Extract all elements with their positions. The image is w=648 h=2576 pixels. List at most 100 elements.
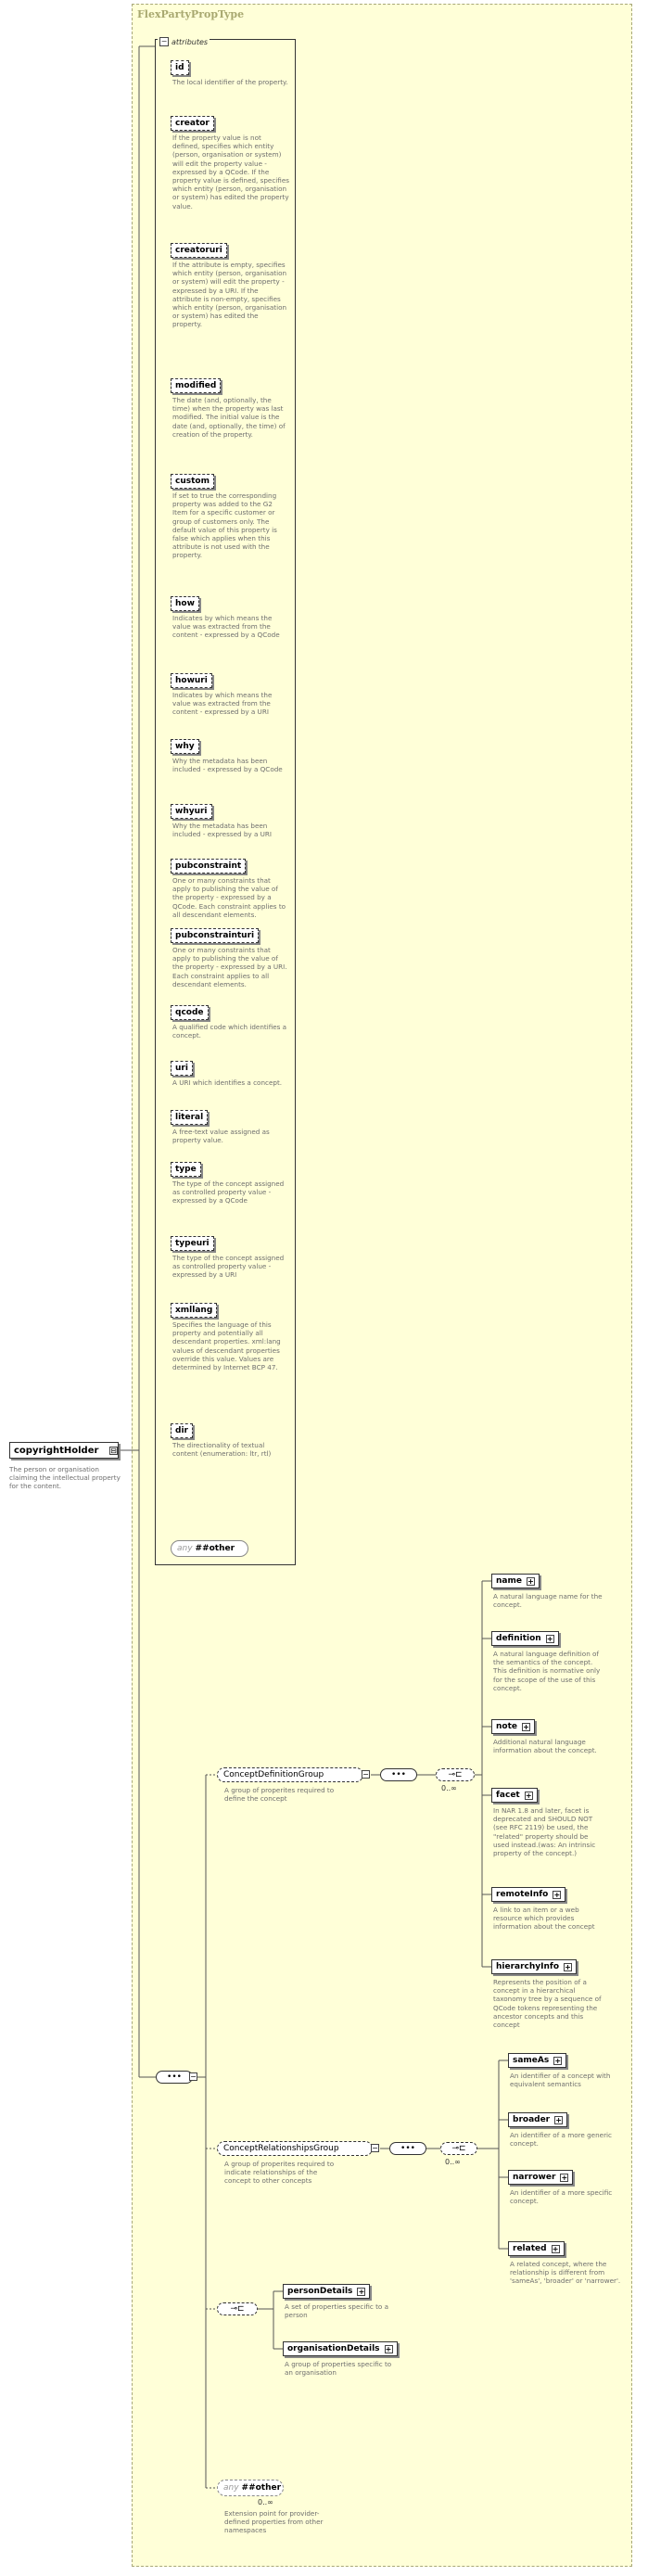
element-description: An identifier of a concept with equivale…: [510, 2072, 611, 2089]
attribute-how[interactable]: how: [171, 596, 199, 611]
element-description: An identifier of a more generic concept.: [510, 2131, 612, 2149]
element-sameAs[interactable]: sameAs+: [508, 2053, 567, 2068]
element-hierarchyInfo[interactable]: hierarchyInfo +: [491, 1959, 578, 1974]
attribute-description: The type of the concept assigned as cont…: [172, 1180, 285, 1205]
attribute-modified[interactable]: modified: [171, 378, 222, 393]
attribute-uri[interactable]: uri: [171, 1061, 193, 1076]
attribute-id[interactable]: id: [171, 60, 189, 75]
element-label: broader: [513, 2115, 551, 2124]
expand-icon[interactable]: +: [545, 1634, 554, 1643]
element-remoteInfo[interactable]: remoteInfo+: [491, 1887, 566, 1902]
attribute-why[interactable]: why: [171, 739, 199, 754]
expand-icon[interactable]: +: [524, 1791, 533, 1800]
expand-icon[interactable]: +: [522, 1722, 530, 1731]
attribute-dir[interactable]: dir: [171, 1423, 193, 1438]
concept-relationships-group-expand-icon[interactable]: −: [371, 2144, 379, 2152]
element-label: related: [513, 2244, 547, 2253]
attribute-type[interactable]: type: [171, 1162, 201, 1177]
element-description: A set of properties specific to a person: [285, 2302, 388, 2320]
root-element-label: copyrightHolder: [14, 1445, 99, 1456]
element-name[interactable]: name+: [491, 1574, 540, 1588]
cdg-choice-icon[interactable]: ⊸⊏: [436, 1768, 475, 1781]
attribute-typeuri[interactable]: typeuri: [171, 1236, 214, 1251]
element-broader[interactable]: broader+: [508, 2112, 568, 2127]
attributes-tab[interactable]: − attributes: [158, 35, 210, 48]
attribute-description: The local identifier of the property.: [172, 78, 288, 86]
attribute-label: xmllang: [175, 1306, 213, 1315]
element-related[interactable]: related +: [508, 2241, 565, 2256]
element-narrower[interactable]: narrower +: [508, 2170, 574, 2185]
attribute-description: A URI which identifies a concept.: [172, 1078, 283, 1087]
attribute-creatoruri[interactable]: creatoruri: [171, 243, 227, 258]
attribute-description: A free-text value assigned as property v…: [172, 1128, 270, 1145]
attribute-literal[interactable]: literal: [171, 1110, 209, 1125]
element-label: personDetails: [287, 2287, 353, 2296]
any-other-prefix: any: [223, 2483, 239, 2493]
expand-icon[interactable]: +: [357, 2287, 366, 2296]
attribute-creator[interactable]: creator: [171, 116, 214, 131]
choice-compositor-icon[interactable]: ⊸⊏: [217, 2302, 258, 2315]
element-label: definition: [496, 1634, 541, 1643]
element-note[interactable]: note+: [491, 1719, 535, 1734]
any-value: ##other: [195, 1544, 235, 1553]
expand-icon[interactable]: +: [554, 2115, 564, 2124]
attribute-description: A qualified code which identifies a conc…: [172, 1023, 287, 1040]
crg-choice-icon[interactable]: ⊸⊏: [440, 2142, 477, 2155]
any-prefix: any: [177, 1544, 193, 1553]
expand-icon[interactable]: +: [553, 2056, 563, 2065]
any-other-element[interactable]: any ##other: [217, 2480, 284, 2496]
attribute-label: why: [175, 742, 195, 751]
attribute-description: One or many constraints that apply to pu…: [172, 946, 287, 988]
sequence-compositor-icon[interactable]: •••: [156, 2071, 193, 2084]
element-description: A natural language name for the concept.: [493, 1592, 603, 1610]
element-description: A related concept, where the relationshi…: [510, 2260, 621, 2286]
type-title: FlexPartyPropType: [137, 8, 245, 20]
sequence-expand-icon[interactable]: −: [189, 2072, 197, 2081]
cdg-sequence-icon[interactable]: •••: [380, 1768, 417, 1781]
crg-sequence-icon[interactable]: •••: [389, 2142, 426, 2155]
root-expand-icon[interactable]: ⊟: [109, 1447, 118, 1455]
attribute-pubconstrainturi[interactable]: pubconstrainturi: [171, 928, 260, 943]
concept-definition-group-expand-icon[interactable]: −: [362, 1770, 370, 1779]
element-label: hierarchyInfo: [496, 1962, 560, 1971]
concept-definition-group[interactable]: ConceptDefinitionGroup: [217, 1767, 363, 1782]
attributes-label: attributes: [172, 37, 209, 46]
root-description: The person or organisation claiming the …: [9, 1465, 121, 1491]
expand-icon[interactable]: +: [560, 2173, 569, 2182]
attribute-howuri[interactable]: howuri: [171, 673, 212, 688]
any-other-value: ##other: [241, 2483, 282, 2493]
element-personDetails[interactable]: personDetails +: [283, 2284, 371, 2299]
any-other-description: Extension point for provider-defined pro…: [224, 2509, 324, 2535]
element-facet[interactable]: facet+: [491, 1788, 538, 1803]
concept-relationships-group-description: A group of properites required to indica…: [224, 2160, 335, 2186]
root-element[interactable]: copyrightHolder: [9, 1442, 119, 1459]
attribute-description: Indicates by which means the value was e…: [172, 691, 273, 717]
expand-icon[interactable]: +: [551, 2244, 560, 2253]
element-definition[interactable]: definition +: [491, 1631, 559, 1646]
attribute-xmllang[interactable]: xmllang: [171, 1303, 218, 1318]
attribute-description: Why the metadata has been included - exp…: [172, 822, 273, 839]
expand-icon[interactable]: +: [384, 2344, 393, 2353]
attribute-any-other[interactable]: any ##other: [171, 1540, 248, 1557]
element-organisationDetails[interactable]: organisationDetails+: [283, 2341, 398, 2356]
cdg-multiplicity: 0..∞: [441, 1784, 457, 1792]
attribute-pubconstraint[interactable]: pubconstraint: [171, 859, 247, 874]
concept-relationships-group[interactable]: ConceptRelationshipsGroup: [217, 2141, 373, 2156]
expand-icon[interactable]: +: [553, 1890, 562, 1899]
collapse-icon[interactable]: −: [159, 37, 169, 46]
attribute-custom[interactable]: custom: [171, 474, 214, 489]
element-description: Additional natural language information …: [493, 1738, 597, 1755]
expand-icon[interactable]: +: [526, 1576, 535, 1586]
attribute-description: One or many constraints that apply to pu…: [172, 876, 286, 919]
attribute-whyuri[interactable]: whyuri: [171, 804, 212, 819]
attribute-label: pubconstraint: [175, 861, 242, 871]
concept-definition-group-description: A group of properites required to define…: [224, 1786, 335, 1804]
element-label: narrower: [513, 2173, 556, 2182]
concept-definition-group-label: ConceptDefinitionGroup: [223, 1770, 324, 1779]
concept-relationships-group-label: ConceptRelationshipsGroup: [223, 2144, 339, 2153]
element-description: A link to an item or a web resource whic…: [493, 1906, 595, 1932]
attribute-qcode[interactable]: qcode: [171, 1005, 209, 1020]
expand-icon[interactable]: +: [564, 1962, 573, 1971]
element-description: In NAR 1.8 and later, facet is deprecate…: [493, 1806, 596, 1858]
